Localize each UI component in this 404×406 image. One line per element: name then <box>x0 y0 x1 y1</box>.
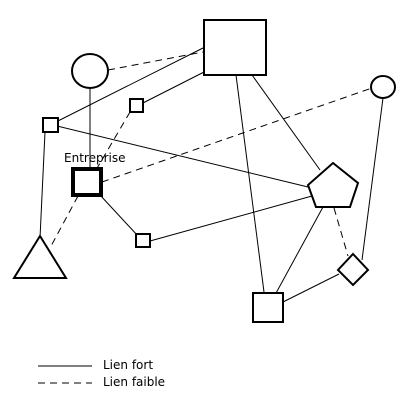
link-weak <box>107 51 204 71</box>
link-strong <box>274 206 324 296</box>
link-strong <box>251 74 321 171</box>
legend-strong-link-label: Lien fort <box>103 358 154 372</box>
link-strong <box>235 74 265 293</box>
legend-weak-link-label: Lien faible <box>103 375 166 389</box>
node-small-square-top <box>129 98 144 113</box>
entreprise-label: Entreprise <box>64 151 126 165</box>
link-weak <box>49 195 79 249</box>
link-strong <box>136 69 209 107</box>
link-strong <box>282 273 340 303</box>
link-weak <box>333 207 349 257</box>
link-strong <box>149 195 313 242</box>
link-strong <box>39 131 46 239</box>
link-strong <box>56 125 309 188</box>
node-circle-right <box>370 75 396 99</box>
node-triangle <box>12 234 68 279</box>
node-pentagon <box>306 161 360 208</box>
node-small-square-left <box>42 117 59 133</box>
node-square-bottom <box>252 292 284 323</box>
link-strong <box>361 97 384 261</box>
node-entreprise <box>71 167 103 197</box>
node-diamond <box>336 252 370 287</box>
node-small-square-bottom <box>135 233 151 248</box>
link-strong <box>49 47 204 126</box>
node-large-square <box>203 19 267 76</box>
node-circle-left <box>71 53 109 89</box>
link-strong <box>99 194 139 237</box>
